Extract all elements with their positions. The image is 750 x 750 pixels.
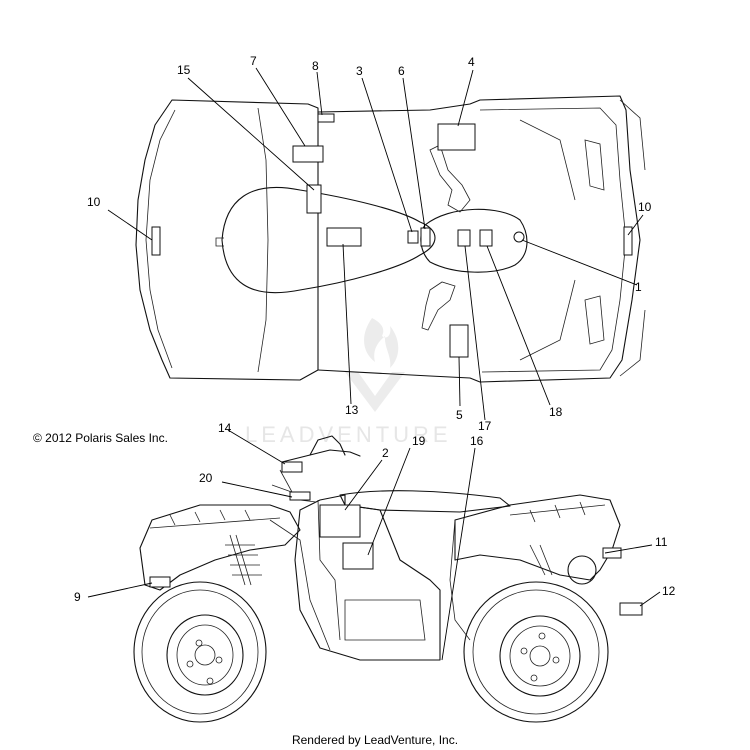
copyright-text: © 2012 Polaris Sales Inc. [33,431,168,445]
leadventure-watermark: LEADVENTURE [245,318,452,447]
decal-4 [437,123,476,151]
decal-17 [457,229,471,247]
decal-5 [449,324,469,358]
decal-2 [319,504,361,538]
callout-1: 1 [635,280,642,294]
callout-18: 18 [549,405,563,419]
decal-13 [326,227,362,247]
decal-12 [619,602,643,616]
decal-14 [281,461,303,473]
decal-7 [292,145,324,163]
callout-2: 2 [382,446,389,460]
callout-10-front: 10 [638,200,652,214]
decal-6 [420,227,431,247]
callout-10-rear: 10 [87,195,101,209]
callout-13: 13 [345,403,359,417]
callout-14: 14 [218,421,232,435]
decal-19 [342,542,374,570]
callout-4: 4 [468,55,475,69]
callout-12: 12 [662,584,676,598]
decal-15 [306,184,322,214]
callout-6: 6 [398,64,405,78]
decal-10-rear [151,226,161,256]
callout-20: 20 [199,471,213,485]
decal-18 [479,229,493,247]
rear-wheel [133,581,267,723]
leader-lines [87,67,661,661]
decal-1 [513,231,525,243]
decal-20 [289,491,311,501]
callout-17: 17 [478,419,492,433]
decal-10-front [623,226,633,256]
decal-9 [149,576,171,588]
front-wheel [463,581,609,723]
watermark-text: LEADVENTURE [245,422,452,447]
callout-5: 5 [456,408,463,422]
decal-11 [602,547,622,559]
rendered-by-footer: Rendered by LeadVenture, Inc. [291,733,459,747]
callout-3: 3 [356,64,363,78]
callout-16: 16 [470,434,484,448]
callout-7: 7 [250,54,257,68]
decal-8-top [317,113,335,123]
callout-15: 15 [177,63,191,77]
atv-top-view [135,95,646,383]
atv-side-view [133,435,643,723]
callout-9: 9 [74,590,81,604]
callout-11: 11 [655,535,668,549]
decal-3 [407,230,419,244]
callout-8: 8 [312,59,319,73]
callout-19: 19 [412,434,426,448]
callout-numbers: 1 2 3 4 5 6 7 8 9 10 10 11 12 13 14 15 1… [74,54,676,604]
